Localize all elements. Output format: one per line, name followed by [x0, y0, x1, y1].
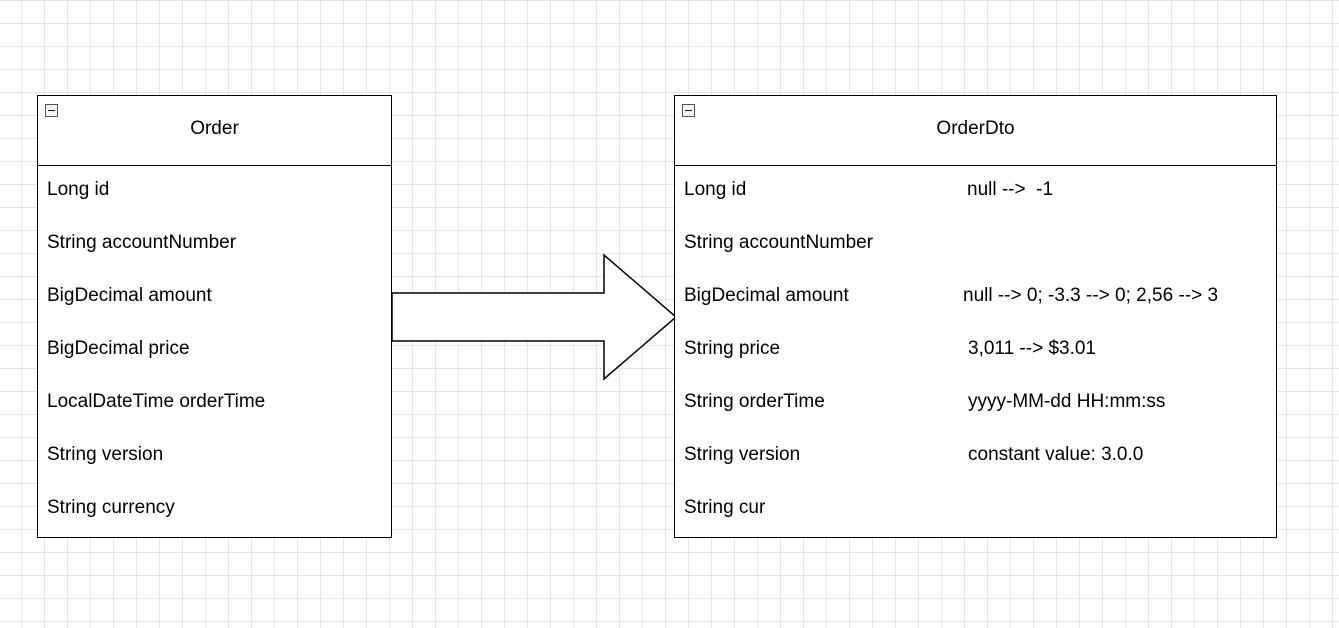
order-field-row[interactable]: String currency — [38, 484, 391, 537]
field-name: Long id — [684, 179, 747, 200]
orderdto-field-row[interactable]: Long id null --> -1 — [675, 166, 1276, 219]
order-field-row[interactable]: Long id — [38, 166, 391, 219]
order-field-list: Long id String accountNumber BigDecimal … — [38, 166, 391, 537]
orderdto-class-title: OrderDto — [936, 118, 1015, 139]
field-name: String version — [684, 444, 801, 465]
orderdto-class-box[interactable]: OrderDto Long id null --> -1 String acco… — [674, 95, 1277, 538]
order-field-row[interactable]: BigDecimal price — [38, 325, 391, 378]
field-name: BigDecimal amount — [47, 285, 212, 306]
field-mapping-note: yyyy-MM-dd HH:mm:ss — [968, 391, 1166, 412]
orderdto-field-row[interactable]: BigDecimal amount null --> 0; -3.3 --> 0… — [675, 272, 1276, 325]
order-class-box[interactable]: Order Long id String accountNumber BigDe… — [37, 95, 392, 538]
collapse-toggle-icon[interactable] — [45, 104, 58, 117]
order-field-row[interactable]: String version — [38, 431, 391, 484]
order-field-row[interactable]: String accountNumber — [38, 219, 391, 272]
order-class-title: Order — [190, 118, 239, 139]
field-mapping-note: null --> -1 — [967, 179, 1054, 200]
field-mapping-note: constant value: 3.0.0 — [968, 444, 1144, 465]
field-name: Long id — [47, 179, 110, 200]
field-name: String accountNumber — [684, 232, 874, 253]
order-field-row[interactable]: BigDecimal amount — [38, 272, 391, 325]
field-name: String cur — [684, 497, 766, 518]
orderdto-field-row[interactable]: String orderTime yyyy-MM-dd HH:mm:ss — [675, 378, 1276, 431]
order-class-header: Order — [38, 96, 391, 166]
field-name: String accountNumber — [47, 232, 237, 253]
field-name: LocalDateTime orderTime — [47, 391, 266, 412]
order-field-row[interactable]: LocalDateTime orderTime — [38, 378, 391, 431]
field-mapping-note: 3,011 --> $3.01 — [968, 338, 1096, 359]
field-name: String price — [684, 338, 781, 359]
orderdto-field-row[interactable]: String price 3,011 --> $3.01 — [675, 325, 1276, 378]
field-name: String version — [47, 444, 164, 465]
collapse-toggle-icon[interactable] — [682, 104, 695, 117]
orderdto-field-list: Long id null --> -1 String accountNumber… — [675, 166, 1276, 537]
orderdto-field-row[interactable]: String accountNumber — [675, 219, 1276, 272]
orderdto-field-row[interactable]: String version constant value: 3.0.0 — [675, 431, 1276, 484]
field-name: BigDecimal amount — [684, 285, 849, 306]
field-name: String orderTime — [684, 391, 825, 412]
field-mapping-note: null --> 0; -3.3 --> 0; 2,56 --> 3 — [963, 285, 1219, 306]
orderdto-field-row[interactable]: String cur — [675, 484, 1276, 537]
field-name: BigDecimal price — [47, 338, 190, 359]
orderdto-class-header: OrderDto — [675, 96, 1276, 166]
field-name: String currency — [47, 497, 175, 518]
